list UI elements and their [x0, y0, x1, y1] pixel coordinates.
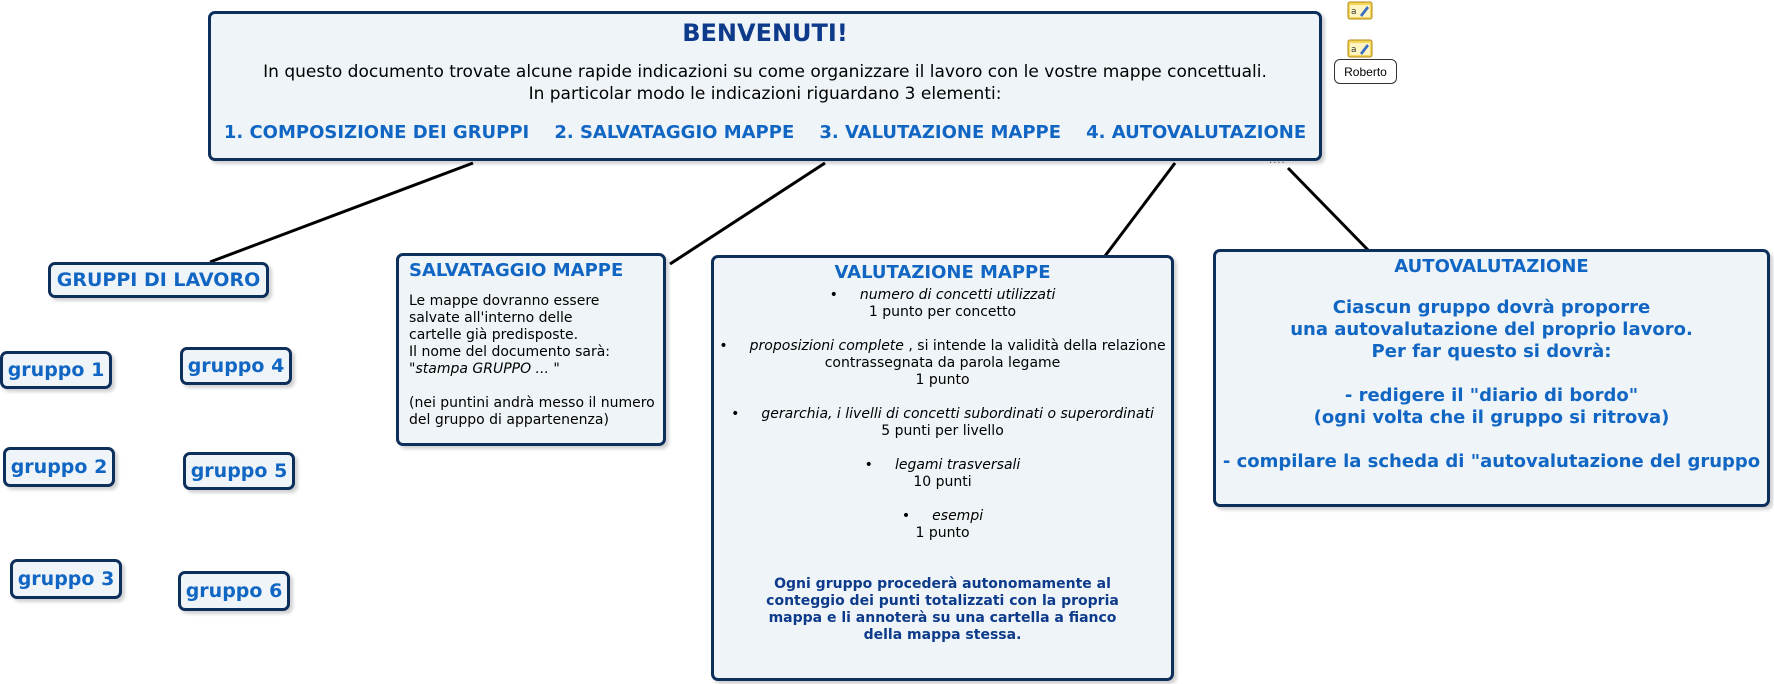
footer-line-1: Ogni gruppo procederà autonomamente al: [774, 576, 1111, 592]
intro-line-2: In particolar modo le indicazioni riguar…: [528, 84, 1002, 104]
gruppo-label: gruppo 6: [185, 580, 283, 602]
salvataggio-title: SALVATAGGIO MAPPE: [409, 260, 624, 281]
auto-line-2: una autovalutazione del proprio lavoro.: [1290, 319, 1693, 340]
valutazione-footer: Ogni gruppo procederà autonomamente al c…: [714, 576, 1171, 644]
salvataggio-body: Le mappe dovranno essere salvate all'int…: [409, 293, 663, 429]
criterion-item: esempi 1 punto: [714, 508, 1171, 542]
gruppo-label: gruppo 1: [7, 359, 105, 381]
auto-line-5: (ogni volta che il gruppo si ritrova): [1313, 407, 1670, 428]
gruppi-title: GRUPPI DI LAVORO: [56, 269, 261, 291]
criterion-term: proposizioni complete: [719, 338, 904, 354]
gruppo-label: gruppo 3: [17, 568, 115, 590]
auto-line-4: - redigere il "diario di bordo": [1344, 385, 1639, 406]
criterion-points: 1 punto: [915, 372, 970, 388]
gruppo-1-node[interactable]: gruppo 1: [0, 351, 112, 389]
gruppo-label: gruppo 4: [187, 355, 285, 377]
criterion-term: numero di concetti utilizzati: [830, 287, 1056, 303]
link-valutazione: [1103, 162, 1177, 257]
intro-line-1: In questo documento trovate alcune rapid…: [263, 62, 1267, 82]
section-4: 4. AUTOVALUTAZIONE: [1086, 122, 1307, 143]
section-3: 3. VALUTAZIONE MAPPE: [819, 122, 1062, 143]
section-1: 1. COMPOSIZIONE DEI GRUPPI: [223, 122, 530, 143]
criterion-item: legami trasversali 10 punti: [714, 457, 1171, 491]
gruppo-6-node[interactable]: gruppo 6: [178, 571, 290, 611]
criterion-points: 5 punti per livello: [881, 423, 1004, 439]
section-list: 1. COMPOSIZIONE DEI GRUPPI 2. SALVATAGGI…: [211, 122, 1319, 143]
footer-line-4: della mappa stessa.: [863, 627, 1022, 643]
note-icon[interactable]: a: [1347, 38, 1373, 58]
file-name-pattern: stampa GRUPPO ...: [415, 361, 554, 377]
criterion-extra: , si intende la validità della relazione: [903, 338, 1166, 354]
criterion-points: 1 punto: [915, 525, 970, 541]
collapse-ellipsis[interactable]: ....: [1269, 155, 1286, 166]
section-2: 2. SALVATAGGIO MAPPE: [554, 122, 795, 143]
gruppo-5-node[interactable]: gruppo 5: [183, 452, 295, 490]
salv-line-4: Il nome del documento sarà:: [409, 344, 611, 360]
salv-line-3: cartelle già predisposte.: [409, 327, 579, 343]
main-topic[interactable]: BENVENUTI! In questo documento trovate a…: [208, 11, 1322, 161]
gruppo-3-node[interactable]: gruppo 3: [10, 559, 122, 599]
gruppo-4-node[interactable]: gruppo 4: [180, 347, 292, 385]
link-gruppi: [209, 161, 474, 264]
auto-line-6: - compilare la scheda di "autovalutazion…: [1222, 451, 1761, 472]
gruppo-label: gruppo 2: [10, 456, 108, 478]
autovalutazione-title: AUTOVALUTAZIONE: [1394, 256, 1589, 277]
salv-line-5: "stampa GRUPPO ... ": [409, 361, 663, 378]
criterion-points: 1 punto per concetto: [868, 304, 1017, 320]
criterion-item: numero di concetti utilizzati 1 punto pe…: [714, 287, 1171, 321]
main-title: BENVENUTI!: [682, 19, 848, 47]
autovalutazione-body: Ciascun gruppo dovrà proporre una autova…: [1216, 297, 1767, 473]
criterion-item: proposizioni complete , si intende la va…: [714, 338, 1171, 389]
autovalutazione-topic[interactable]: AUTOVALUTAZIONE Ciascun gruppo dovrà pro…: [1213, 249, 1770, 507]
salvataggio-topic[interactable]: SALVATAGGIO MAPPE Le mappe dovranno esse…: [396, 253, 666, 446]
valutazione-topic[interactable]: VALUTAZIONE MAPPE numero di concetti uti…: [711, 255, 1174, 681]
criterion-points: 10 punti: [913, 474, 972, 490]
criterion-item: gerarchia, i livelli di concetti subordi…: [714, 406, 1171, 440]
quote-close: ": [553, 361, 560, 377]
gruppi-di-lavoro-topic[interactable]: GRUPPI DI LAVORO: [48, 262, 269, 298]
salv-line-2: salvate all'interno delle: [409, 310, 573, 326]
link-autovalutazione: [1286, 166, 1370, 252]
svg-text:a: a: [1351, 45, 1357, 55]
criterion-detail: contrassegnata da parola legame: [824, 355, 1061, 371]
criterion-term: gerarchia, i livelli di concetti subordi…: [731, 406, 1154, 422]
auto-line-3: Per far questo si dovrà:: [1371, 341, 1612, 362]
author-tag[interactable]: Roberto: [1334, 59, 1397, 84]
valutazione-title: VALUTAZIONE MAPPE: [834, 262, 1051, 283]
salv-line-6: (nei puntini andrà messo il numero: [409, 395, 655, 411]
criteria-list: numero di concetti utilizzati 1 punto pe…: [714, 287, 1171, 542]
criterion-term: esempi: [902, 508, 983, 524]
gruppo-label: gruppo 5: [190, 460, 288, 482]
quote-open: ": [409, 361, 416, 377]
criterion-term: legami trasversali: [865, 457, 1021, 473]
gruppo-2-node[interactable]: gruppo 2: [3, 447, 115, 487]
svg-text:a: a: [1351, 7, 1357, 17]
salv-line-7: del gruppo di appartenenza): [409, 412, 609, 428]
link-salvataggio: [669, 161, 826, 266]
auto-line-1: Ciascun gruppo dovrà proporre: [1332, 297, 1651, 318]
footer-line-2: conteggio dei punti totalizzati con la p…: [766, 593, 1119, 609]
salv-line-1: Le mappe dovranno essere: [409, 293, 600, 309]
footer-line-3: mappa e li annoterà su una cartella a fi…: [768, 610, 1117, 626]
note-icon[interactable]: a: [1347, 0, 1373, 20]
